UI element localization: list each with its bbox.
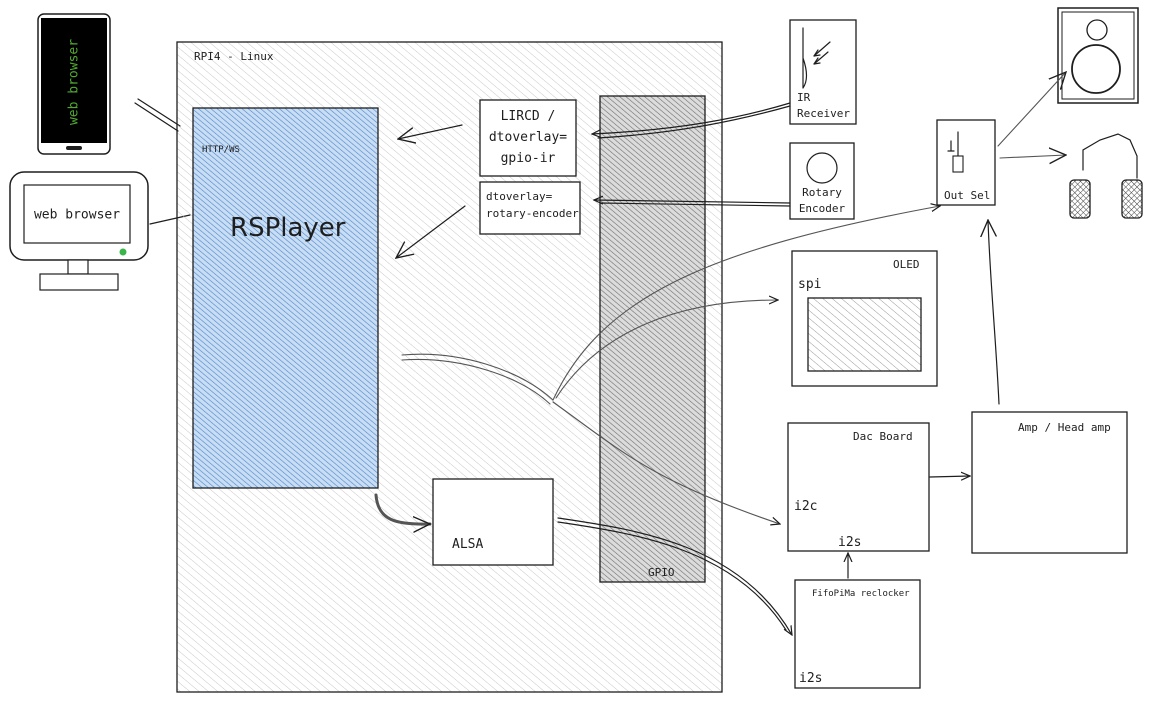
- arrow-to-oled: [555, 300, 778, 399]
- rpi4-title: RPI4 - Linux: [194, 50, 274, 63]
- rsplayer-name: RSPlayer: [230, 213, 346, 243]
- rotary-encoder-box: Rotary Encoder: [789, 142, 855, 220]
- bus-rsplayer-to-gpio-2: [401, 358, 551, 405]
- rsplayer-protocol: HTTP/WS: [202, 145, 240, 155]
- reclocker-i2s: i2s: [799, 671, 822, 686]
- arrow-rsplayer-to-alsa: [374, 493, 432, 524]
- phone-connector: [134, 98, 181, 132]
- reclocker-title: FifoPiMa reclocker: [812, 589, 910, 599]
- relay-icon: [952, 155, 964, 173]
- out-sel-label: Out Sel: [944, 189, 990, 202]
- lircd-line3: gpio-ir: [501, 151, 556, 166]
- oled-bus: spi: [798, 277, 821, 292]
- rotary-overlay-line1: dtoverlay=: [486, 190, 553, 203]
- ir-receiver-line1: IR: [797, 91, 811, 104]
- ir-receiver-box: IR Receiver: [789, 19, 857, 125]
- arrow-amp-to-out-sel: [988, 220, 1000, 405]
- arrow-rotary-encoder-to-overlay: [594, 200, 791, 203]
- arrow-out-sel-to-headphones: [999, 155, 1066, 158]
- alsa-box: ALSA: [432, 478, 554, 566]
- oled-screen: [807, 297, 922, 372]
- rsplayer-box: HTTP/WS RSPlayer: [192, 107, 379, 489]
- phone-browser-label: web browser: [67, 39, 82, 125]
- arrow-rotary-to-rsplayer: [396, 205, 466, 258]
- ir-receiver-line2: Receiver: [797, 107, 850, 120]
- arrow-alsa-shadow: [557, 521, 787, 631]
- dac-board-title: Dac Board: [853, 430, 913, 443]
- arrow-to-dac-i2c: [552, 401, 780, 524]
- rotary-overlay-line2: rotary-encoder: [486, 207, 579, 220]
- arrow-ir-to-lircd: [592, 102, 791, 134]
- arrow-lircd-to-rsplayer: [398, 124, 463, 139]
- lircd-box: LIRCD / dtoverlay= gpio-ir: [479, 99, 577, 177]
- oled-box: OLED spi: [791, 250, 938, 387]
- bus-rsplayer-to-gpio: [401, 353, 554, 401]
- alsa-label: ALSA: [452, 537, 483, 552]
- connectors: [374, 72, 1066, 635]
- arrow-out-sel-to-speaker: [997, 72, 1066, 147]
- gpio-label: GPIO: [648, 566, 675, 579]
- dac-i2s: i2s: [838, 535, 861, 550]
- lircd-line1: LIRCD /: [501, 109, 556, 124]
- arrow-dac-to-amp: [929, 476, 970, 477]
- knob-icon: [806, 152, 838, 184]
- lircd-line2: dtoverlay=: [489, 130, 567, 145]
- reclocker-box: FifoPiMa reclocker i2s: [794, 579, 921, 689]
- desktop-monitor: web browser: [9, 171, 149, 291]
- smartphone: web browser: [37, 13, 111, 155]
- power-led: [119, 248, 127, 256]
- desktop-browser-label: web browser: [34, 208, 120, 223]
- amp-title: Amp / Head amp: [1018, 421, 1111, 434]
- headphones-icon: [1069, 133, 1143, 219]
- rotary-overlay-box: dtoverlay= rotary-encoder: [479, 181, 581, 235]
- dac-board-box: Dac Board i2c i2s: [787, 422, 930, 552]
- speaker-icon: [1057, 7, 1139, 104]
- out-sel-box: Out Sel: [936, 119, 996, 206]
- oled-title: OLED: [893, 258, 920, 271]
- rotary-encoder-line2: Encoder: [799, 202, 846, 215]
- arrow-ir-shadow: [597, 105, 791, 139]
- arrow-rotary-shadow: [599, 202, 791, 207]
- rotary-encoder-line1: Rotary: [802, 186, 842, 199]
- arrow-to-out-sel: [552, 206, 940, 401]
- amp-box: Amp / Head amp: [971, 411, 1128, 554]
- arrow-alsa-to-reclocker: [557, 517, 792, 635]
- dac-i2c: i2c: [794, 499, 817, 514]
